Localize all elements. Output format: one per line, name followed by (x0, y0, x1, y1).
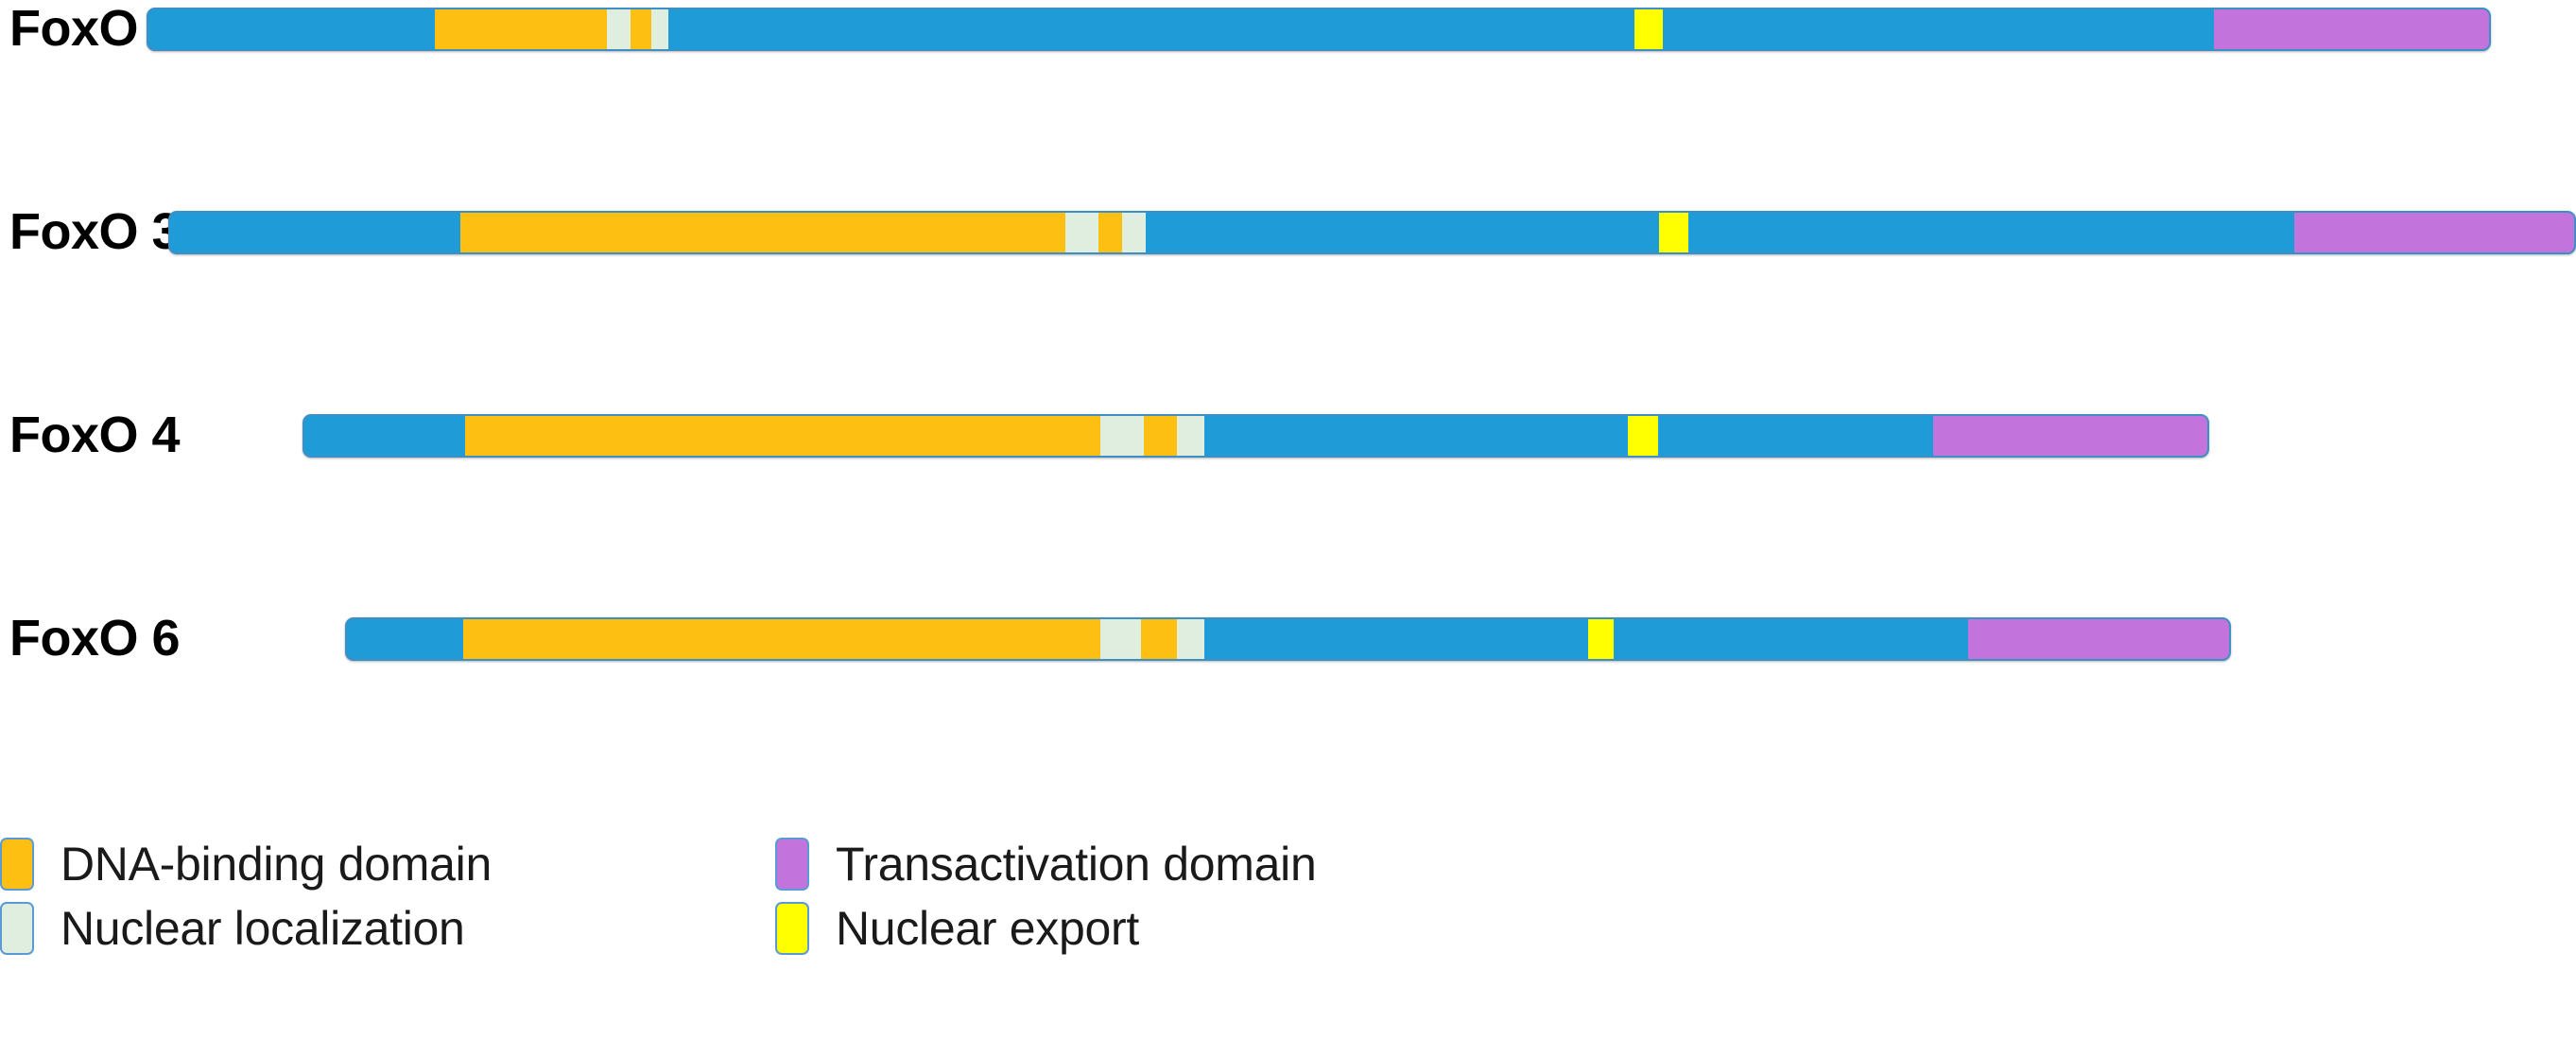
dna-binding-insert (631, 9, 651, 49)
protein-label: FoxO 6 (9, 610, 181, 667)
nuclear-export-signal (1628, 416, 1658, 456)
legend: DNA-binding domain Transactivation domain… (0, 832, 1607, 961)
transactivation-domain (2294, 213, 2574, 252)
protein-track (303, 414, 2209, 458)
nuclear-localization-2 (1122, 213, 1146, 252)
protein-track (345, 617, 2231, 661)
legend-item: Transactivation domain (775, 832, 1607, 896)
dna-binding-domain (465, 416, 1204, 456)
legend-item: DNA-binding domain (0, 832, 775, 896)
protein-track (168, 211, 2576, 254)
legend-swatch-dbd (0, 838, 34, 891)
protein-track (147, 8, 2491, 51)
dna-binding-domain (460, 213, 1146, 252)
protein-row: FoxO 6 (0, 610, 2576, 723)
nuclear-localization-1 (1065, 213, 1098, 252)
protein-row: FoxO 1 (0, 0, 2576, 113)
nuclear-export-signal (1659, 213, 1688, 252)
nuclear-localization-1 (1100, 416, 1144, 456)
protein-row: FoxO 3 (0, 203, 2576, 317)
legend-label: Nuclear export (836, 902, 1139, 955)
nuclear-localization-2 (651, 9, 668, 49)
nuclear-export-signal (1634, 9, 1663, 49)
dna-binding-insert (1098, 213, 1122, 252)
dna-binding-insert (1141, 619, 1177, 659)
legend-item: Nuclear localization (0, 896, 775, 961)
nuclear-localization-2 (1177, 416, 1204, 456)
nuclear-localization-2 (1177, 619, 1204, 659)
legend-label: DNA-binding domain (61, 838, 492, 891)
nuclear-localization-1 (1100, 619, 1141, 659)
transactivation-domain (1968, 619, 2229, 659)
protein-label: FoxO 3 (9, 203, 181, 260)
nuclear-export-signal (1588, 619, 1614, 659)
protein-label: FoxO 4 (9, 407, 181, 463)
legend-swatch-nls (0, 902, 34, 955)
transactivation-domain (2214, 9, 2489, 49)
nuclear-localization-1 (607, 9, 631, 49)
legend-swatch-tad (775, 838, 809, 891)
protein-row: FoxO 4 (0, 407, 2576, 520)
dna-binding-insert (1144, 416, 1177, 456)
dna-binding-domain (463, 619, 1204, 659)
legend-item: Nuclear export (775, 896, 1607, 961)
legend-label: Nuclear localization (61, 902, 465, 955)
legend-label: Transactivation domain (836, 838, 1317, 891)
transactivation-domain (1933, 416, 2207, 456)
legend-swatch-nes (775, 902, 809, 955)
